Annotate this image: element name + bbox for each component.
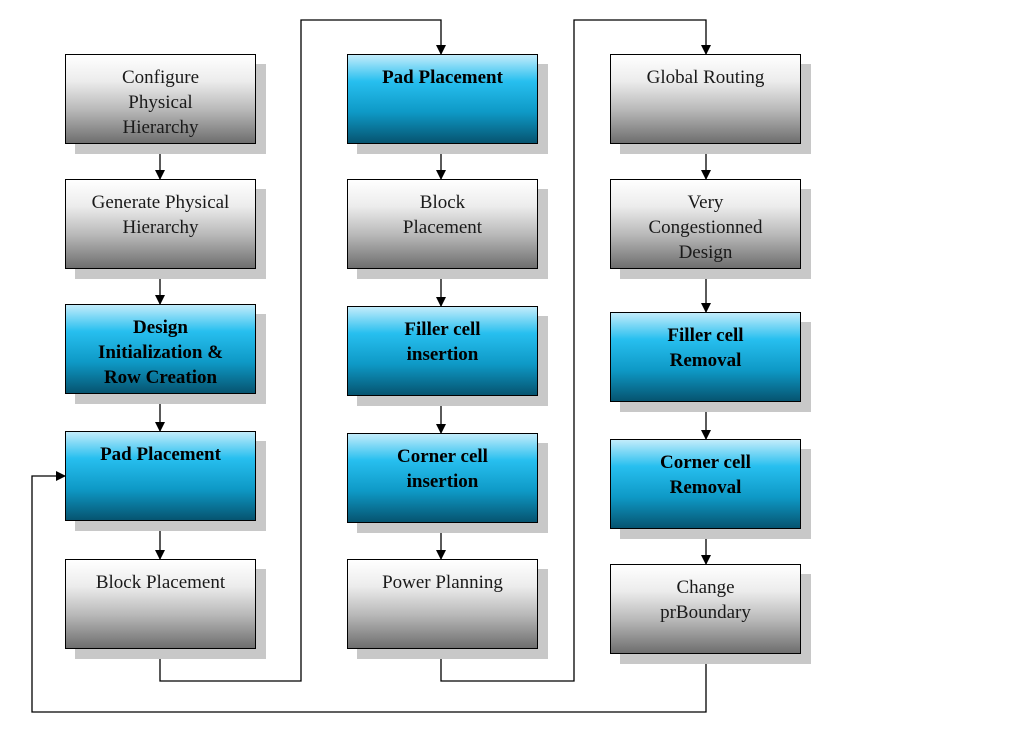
step-pad-placement-2: Pad Placement [347, 54, 538, 144]
step-configure-physical-hierarchy: Configure Physical Hierarchy [65, 54, 256, 144]
step-global-routing: Global Routing [610, 54, 801, 144]
arrow-c1-to-c2 [159, 19, 446, 682]
step-generate-physical-hierarchy: Generate Physical Hierarchy [65, 179, 256, 269]
step-block-placement-1: Block Placement [65, 559, 256, 649]
step-corner-cell-removal: Corner cell Removal [610, 439, 801, 529]
step-block-placement-2: Block Placement [347, 179, 538, 269]
step-filler-cell-insertion: Filler cell insertion [347, 306, 538, 396]
arrow-c2-to-c3 [440, 19, 711, 682]
step-pad-placement-1: Pad Placement [65, 431, 256, 521]
step-change-prboundary: Change prBoundary [610, 564, 801, 654]
step-design-initialization-row-creation: Design Initialization & Row Creation [65, 304, 256, 394]
step-filler-cell-removal: Filler cell Removal [610, 312, 801, 402]
step-corner-cell-insertion: Corner cell insertion [347, 433, 538, 523]
step-power-planning: Power Planning [347, 559, 538, 649]
step-very-congestionned-design: Very Congestionned Design [610, 179, 801, 269]
arrow-loop-back [31, 471, 707, 713]
